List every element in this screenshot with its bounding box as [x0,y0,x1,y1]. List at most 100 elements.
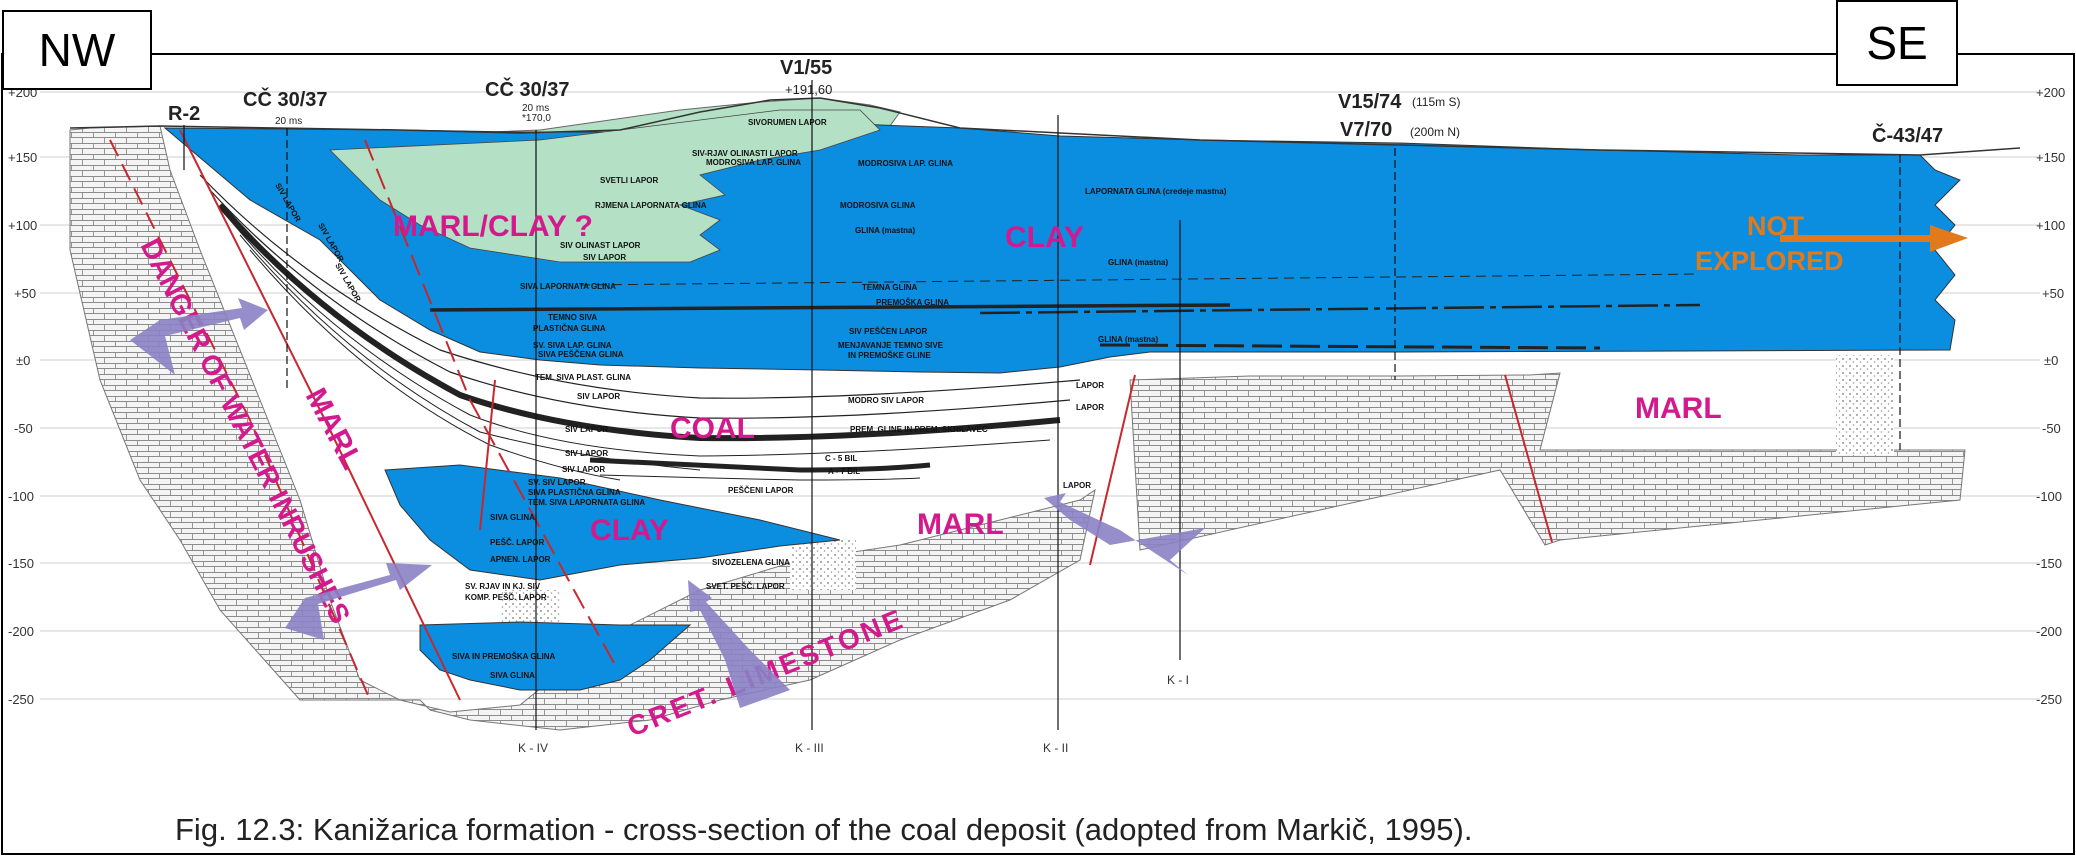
layer-label: PREM. GLINE IN PREM. SKRILAVEC [850,425,988,434]
tick-label: -50 [2042,421,2061,436]
tick-label: +50 [2042,286,2064,301]
borehole-label: V7/70 [1340,119,1392,141]
borehole-note: (115m S) [1412,95,1460,109]
label-marl-right: MARL [1635,392,1722,425]
inrush-arrow [688,580,790,708]
borehole-note: 20 ms [522,103,549,114]
borehole-note: +191,60 [785,82,832,97]
strata-lines [199,174,1701,481]
inrush-arrow [130,298,268,375]
layer-label: SVETLI LAPOR [600,176,658,185]
layer-label: PLASTIČNA GLINA [533,324,606,333]
layer-label: SV. SIV LAPOR [528,478,586,487]
sand-column [790,540,856,590]
layer-label: SIVA PLASTIČNA GLINA [528,488,621,497]
label-not-explored-2: EXPLORED [1695,246,1844,276]
layer-label: TEMNO SIVA [548,313,597,322]
tick-label: -150 [8,556,34,571]
tick-label: +200 [2036,85,2065,100]
layer-label: SV. RJAV IN KJ. SIV [465,582,541,591]
layer-label: MENJAVANJE TEMNO SIVE [838,341,944,350]
section-label: K - I [1167,673,1189,687]
borehole-note: *170,0 [522,113,551,124]
limestone-basement-right [1129,372,1966,551]
layer-label: SIVA PEŠČENA GLINA [538,350,624,359]
layer-label: LAPOR [1063,481,1091,490]
borehole-label: V15/74 [1338,91,1402,113]
borehole-note: 20 ms [275,116,302,127]
label-marl-center: MARL [917,508,1004,541]
layer-label: LAPOR [1076,381,1104,390]
section-label: K - IV [518,741,548,755]
section-label: K - III [795,741,824,755]
layer-label: GLINA (mastna) [1098,335,1158,344]
layer-label: SIV PEŠČEN LAPOR [849,327,927,336]
layer-label: SIVORUMEN LAPOR [748,118,827,127]
layer-label: SIVA GLINA [490,513,535,522]
layer-label: SIV-RJAV OLINASTI LAPOR [692,149,798,158]
water-inrush-arrows [130,298,1205,708]
section-lines [183,80,1901,730]
direction-label-se: SE [1836,0,1958,86]
layer-label: IN PREMOŠKE GLINE [848,351,931,360]
label-clay-lower: CLAY [590,514,669,547]
fault-line [109,139,371,701]
layer-label: LAPOR [1076,403,1104,412]
layer-label: MODROSIVA GLINA [840,201,916,210]
sand-column [1836,355,1894,455]
borehole-label: CČ 30/37 [243,87,328,111]
terrain-surface [69,97,2021,156]
tick-label: +100 [8,218,37,233]
tick-label: -250 [8,692,34,707]
clay-lens-bottom [419,621,692,691]
borehole-labels: R-2 CČ 30/37 20 ms CČ 30/37 20 ms *170,0… [168,57,1943,147]
borehole-note: (200m N) [1410,125,1460,139]
tick-label: -100 [2036,489,2062,504]
layer-label: SIV LAPOR [583,253,626,262]
layer-label: PEŠČ. LAPOR [490,538,544,547]
tick-label: ±0 [2044,353,2058,368]
figure-caption: Fig. 12.3: Kanižarica formation - cross-… [175,812,1473,847]
fault-line [479,379,496,531]
tick-label: -250 [2036,692,2062,707]
layer-label: SIVOZELENA GLINA [712,558,790,567]
tick-label: -200 [8,624,34,639]
layer-label: SIV LAPOR [565,425,608,434]
elevation-axis-left: +200 +150 +100 +50 ±0 -50 -100 -150 -200… [8,85,37,707]
tick-label: +50 [14,286,36,301]
tick-label: -150 [2036,556,2062,571]
clay-lens-lower [384,464,841,581]
label-clay-top: CLAY [1005,221,1084,254]
section-label: K - II [1043,741,1068,755]
tick-label: +100 [2036,218,2065,233]
layer-label: KOMP. PEŠČ. LAPOR [465,593,547,602]
section-labels: K - IV K - III K - II K - I [518,673,1189,755]
layer-label: MODROSIVA LAP. GLINA [858,159,953,168]
tick-label: +150 [8,150,37,165]
borehole-label: R-2 [168,103,200,125]
layer-label: APNEN. LAPOR [490,555,551,564]
not-explored-arrow [1780,225,1968,252]
tick-label: ±0 [16,353,30,368]
layer-label: SIV OLINAST LAPOR [560,241,641,250]
fault-line [364,139,616,666]
label-coal: COAL [670,412,755,445]
layer-label: MODRO SIV LAPOR [848,396,924,405]
layer-label: SIV LAPOR [565,449,608,458]
layer-label: PREMOŠKA GLINA [876,298,949,307]
layer-label: C - 5 BIL [825,454,858,463]
label-marl-left: MARL [299,383,369,475]
upper-marl-green-lens [329,109,881,263]
layer-label: RJMENA LAPORNATA GLINA [595,201,707,210]
layer-label: A - 7 BIL [828,467,860,476]
layer-label: TEMNA GLINA [862,283,917,292]
layer-label: TEM. SIVA PLAST. GLINA [535,373,631,382]
tick-label: -200 [2036,624,2062,639]
fault-line [179,129,461,701]
tick-label: +150 [2036,150,2065,165]
layer-label: LAPORNATA GLINA (credeje mastna) [1085,187,1227,196]
layer-label: SIVA IN PREMOŠKA GLINA [452,652,555,661]
layer-label: SIV LAPOR [562,465,605,474]
